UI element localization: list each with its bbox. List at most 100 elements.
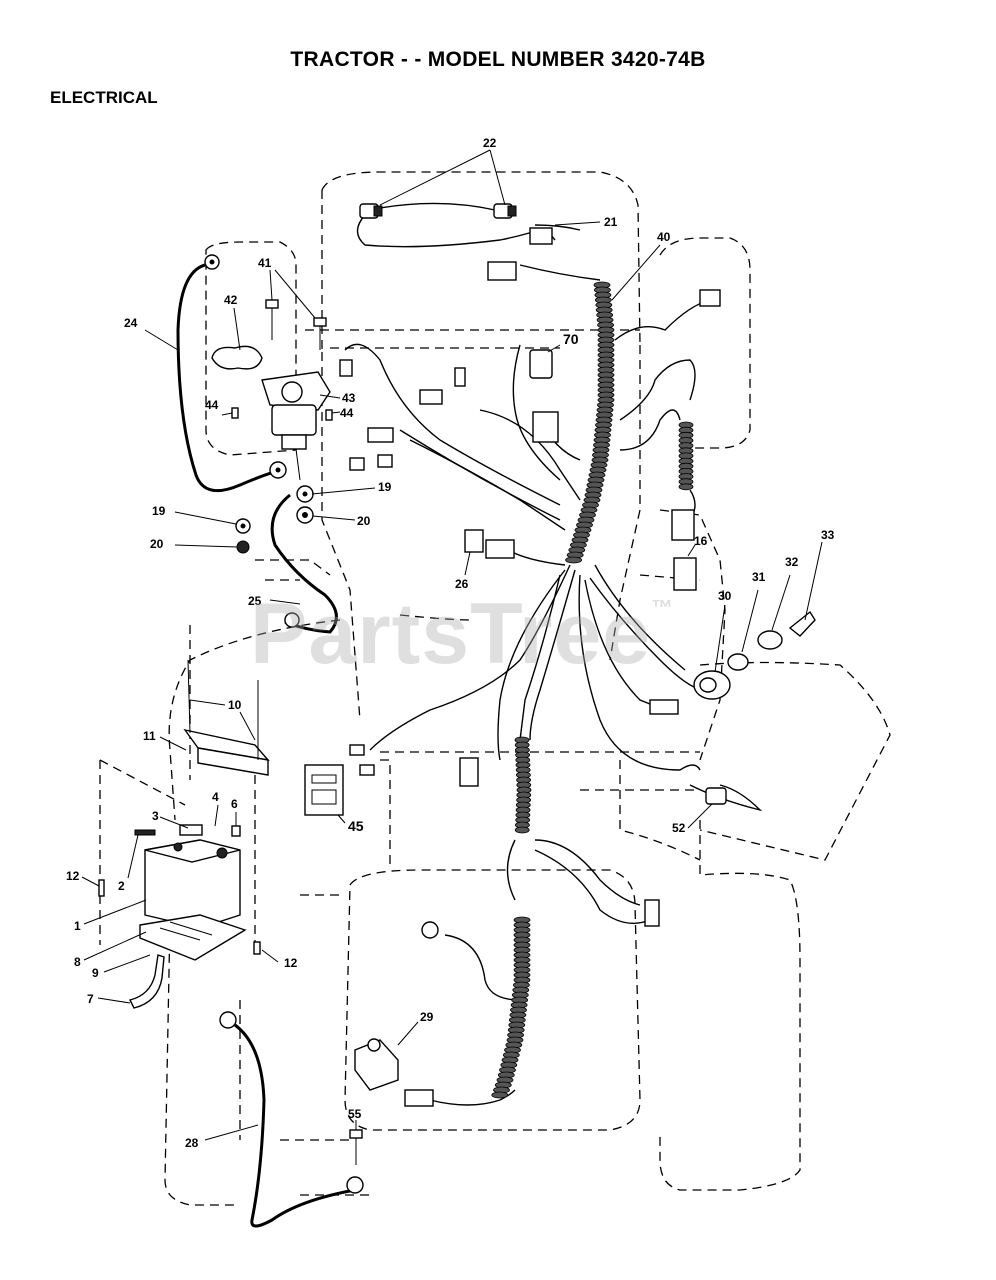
bolt-55 (349, 1129, 363, 1165)
headlight-socket-right (493, 203, 517, 219)
page-title: TRACTOR - - MODEL NUMBER 3420-74B (290, 48, 706, 71)
callout-16: 16 (694, 534, 708, 548)
connector-right-lower (644, 899, 660, 927)
connector-c (367, 427, 394, 443)
headlight-socket-left (359, 203, 383, 219)
connector-center (459, 757, 479, 787)
connector-26 (464, 529, 515, 559)
callout-70: 70 (563, 331, 579, 347)
ignition-switch-30 (693, 670, 731, 700)
callout-1: 1 (74, 919, 81, 933)
terminal-boot-42 (211, 345, 263, 370)
ring-terminal-28-bottom (346, 1176, 364, 1194)
connector-e (377, 454, 393, 468)
ring-terminal-24 (204, 254, 220, 270)
callout-43: 43 (342, 391, 356, 405)
callout-28: 28 (185, 1136, 199, 1150)
cover-3 (179, 824, 203, 836)
connector-rear-right (699, 289, 721, 307)
connector-a (454, 367, 466, 387)
connector-29 (404, 1089, 434, 1107)
wiring (176, 202, 763, 1228)
ring-terminal-28-top (219, 1011, 237, 1029)
harness-loom (491, 281, 694, 1099)
callout-24: 24 (124, 316, 138, 330)
callout-30: 30 (718, 589, 732, 603)
callout-19-left: 19 (152, 504, 166, 518)
callout-12-left: 12 (66, 869, 80, 883)
callout-8: 8 (74, 955, 81, 969)
bolt-2 (134, 829, 156, 836)
battery-tray-8 (139, 914, 247, 961)
connector-f (339, 359, 353, 377)
callout-labels: 22 21 40 41 42 24 70 43 44 44 19 19 20 2… (66, 136, 835, 1150)
callout-45: 45 (348, 818, 364, 834)
callout-4: 4 (212, 790, 219, 804)
callout-33: 33 (821, 528, 835, 542)
callout-6: 6 (231, 797, 238, 811)
connector-rear (649, 699, 679, 715)
callout-52: 52 (672, 821, 686, 835)
callout-42: 42 (224, 293, 238, 307)
callout-11: 11 (143, 729, 156, 743)
connector-h (359, 764, 375, 776)
loom-rib (514, 826, 530, 834)
ring-terminals-19 (235, 461, 314, 554)
callout-32: 32 (785, 555, 799, 569)
callout-12-right: 12 (284, 956, 298, 970)
callout-55: 55 (348, 1107, 362, 1121)
callout-40: 40 (657, 230, 671, 244)
callout-29: 29 (420, 1010, 434, 1024)
clip-12-right (253, 941, 261, 955)
ring-terminal-mid (421, 921, 439, 939)
switch-16 (671, 509, 697, 591)
seat-switch-29 (354, 1038, 399, 1091)
connector-g (349, 744, 365, 756)
callout-44-left: 44 (205, 398, 219, 412)
callout-25: 25 (248, 594, 262, 608)
connector-21 (529, 227, 553, 245)
callout-22: 22 (483, 136, 497, 150)
callout-10: 10 (228, 698, 242, 712)
connector-front (487, 261, 517, 281)
connector-70 (529, 349, 553, 379)
callout-2: 2 (118, 879, 125, 893)
callout-31: 31 (752, 570, 766, 584)
parts-tree-watermark: PartsTree™ (250, 586, 675, 682)
nut-31 (727, 653, 749, 671)
connector-b (419, 389, 443, 405)
connector-switch (532, 411, 559, 443)
leader-lines (81, 149, 823, 1141)
callout-20-right: 20 (357, 514, 371, 528)
screw-44-left (231, 407, 239, 419)
battery-1 (144, 839, 241, 929)
ring-terminal-25 (284, 612, 300, 628)
starter-solenoid-43 (261, 371, 331, 481)
nut-6 (231, 825, 241, 837)
key-33 (788, 610, 816, 637)
drain-tube-7 (128, 954, 165, 1009)
callout-9: 9 (92, 966, 99, 980)
callout-7: 7 (87, 992, 94, 1006)
loom-rib (565, 556, 582, 564)
screw-44-right (325, 409, 333, 421)
callout-19-right: 19 (378, 480, 392, 494)
callout-41: 41 (258, 256, 272, 270)
section-title: ELECTRICAL (50, 88, 158, 107)
loom-rib (678, 483, 694, 491)
callout-3: 3 (152, 809, 159, 823)
tractor-outline (99, 171, 891, 1206)
hold-down-11 (183, 659, 270, 776)
callout-26: 26 (455, 577, 469, 591)
clip-12-left (98, 879, 105, 897)
fuse-52 (705, 787, 727, 805)
loom-rib (491, 1091, 509, 1099)
washer-32 (757, 630, 783, 650)
callout-44-right: 44 (340, 406, 354, 420)
module-45 (304, 764, 344, 816)
callout-21: 21 (604, 215, 618, 229)
parts (98, 203, 816, 1194)
connector-d (349, 457, 365, 471)
callout-20-left: 20 (150, 537, 164, 551)
